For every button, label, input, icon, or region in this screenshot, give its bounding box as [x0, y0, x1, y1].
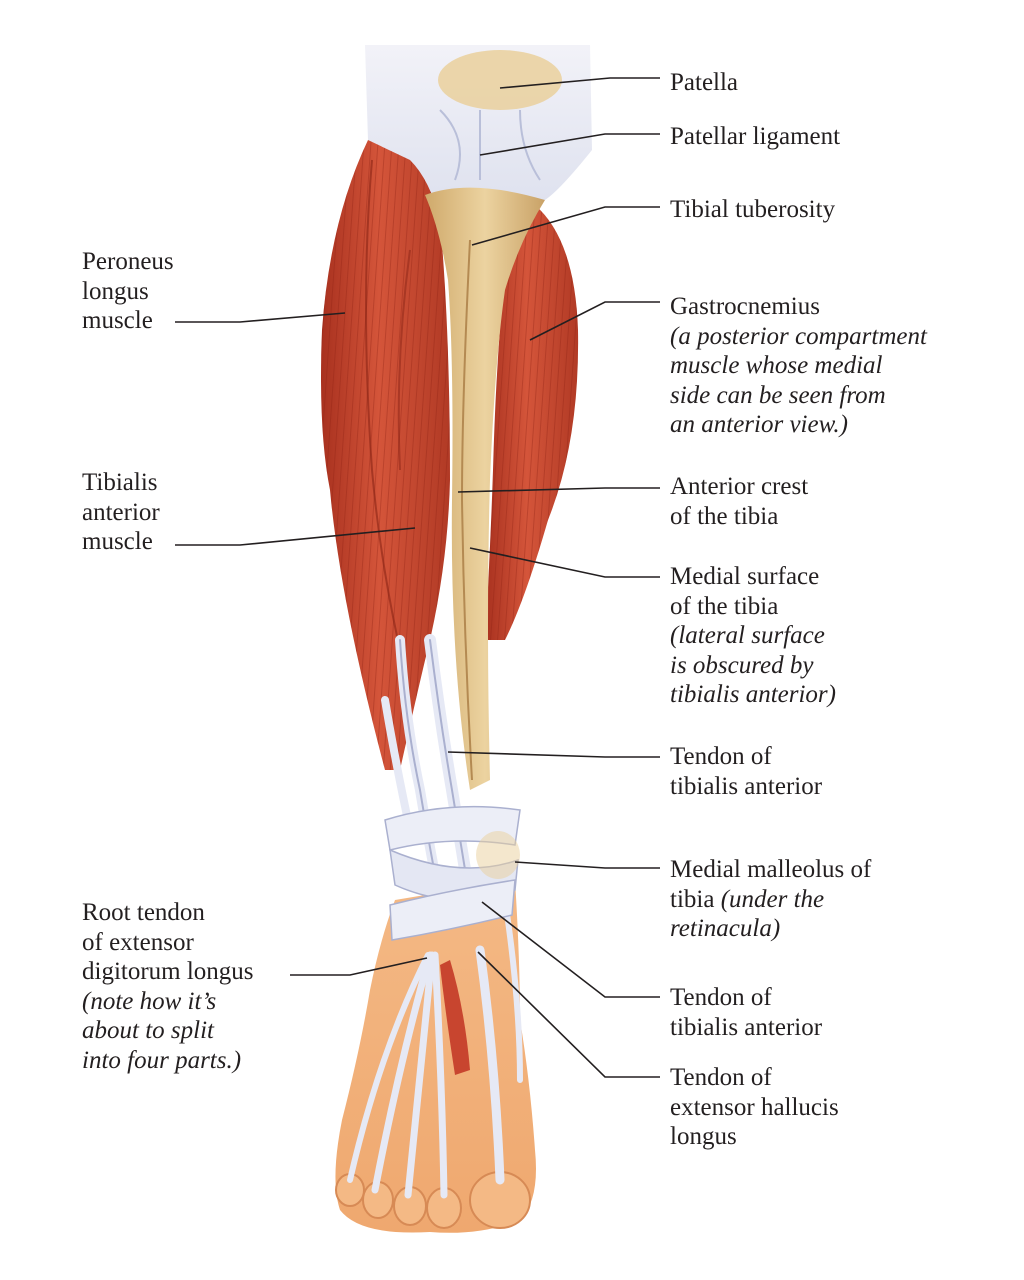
leader-patella [499, 77, 660, 89]
leader-medial-malleolus [514, 861, 660, 869]
label-gastrocnemius: Gastrocnemius (a posterior compartment m… [670, 293, 927, 438]
leader-lines [175, 77, 660, 1078]
leader-root-tendon [290, 957, 428, 976]
label-tendon-tibialis-anterior-lower: Tendon of tibialis anterior [670, 984, 823, 1041]
label-tendon-tibialis-anterior-upper: Tendon of tibialis anterior [670, 743, 823, 800]
label-anterior-crest: Anterior crest of the tibia [670, 473, 809, 530]
label-peroneus-longus: Peroneus longus muscle [82, 248, 174, 334]
foot [335, 880, 536, 1233]
leader-tendon-tibialis-lower [481, 901, 660, 998]
extensor-retinacula [384, 805, 521, 941]
foot-tendons [347, 897, 523, 1199]
leader-tendon-tibialis-upper [447, 751, 660, 758]
label-tibial-tuberosity: Tibial tuberosity [670, 196, 836, 223]
leader-tibial-tuberosity [471, 206, 660, 246]
label-patellar-ligament: Patellar ligament [670, 123, 841, 150]
medial-malleolus [476, 831, 520, 879]
tibia-bone [425, 187, 545, 791]
leader-peroneus-longus [175, 312, 346, 323]
label-medial-malleolus: Medial malleolus of tibia (under the ret… [670, 856, 872, 942]
leader-tendon-hallucis [477, 951, 660, 1078]
patella-bone [438, 50, 562, 110]
label-tibialis-anterior-muscle: Tibialis anterior muscle [82, 469, 160, 555]
leader-patellar-ligament [479, 133, 660, 156]
knee-region [365, 45, 592, 200]
leader-gastrocnemius [529, 301, 660, 341]
label-root-tendon: Root tendon of extensor digitorum longus… [82, 899, 254, 1074]
label-medial-surface: Medial surface of the tibia (lateral sur… [670, 563, 836, 708]
lateral-muscle-group [321, 140, 450, 770]
leader-tibialis-anterior [175, 527, 416, 546]
label-patella: Patella [670, 69, 739, 96]
leader-anterior-crest [457, 487, 660, 493]
label-tendon-extensor-hallucis: Tendon of extensor hallucis longus [670, 1064, 839, 1150]
gastrocnemius-muscle [485, 205, 579, 640]
leader-medial-surface [469, 547, 660, 578]
